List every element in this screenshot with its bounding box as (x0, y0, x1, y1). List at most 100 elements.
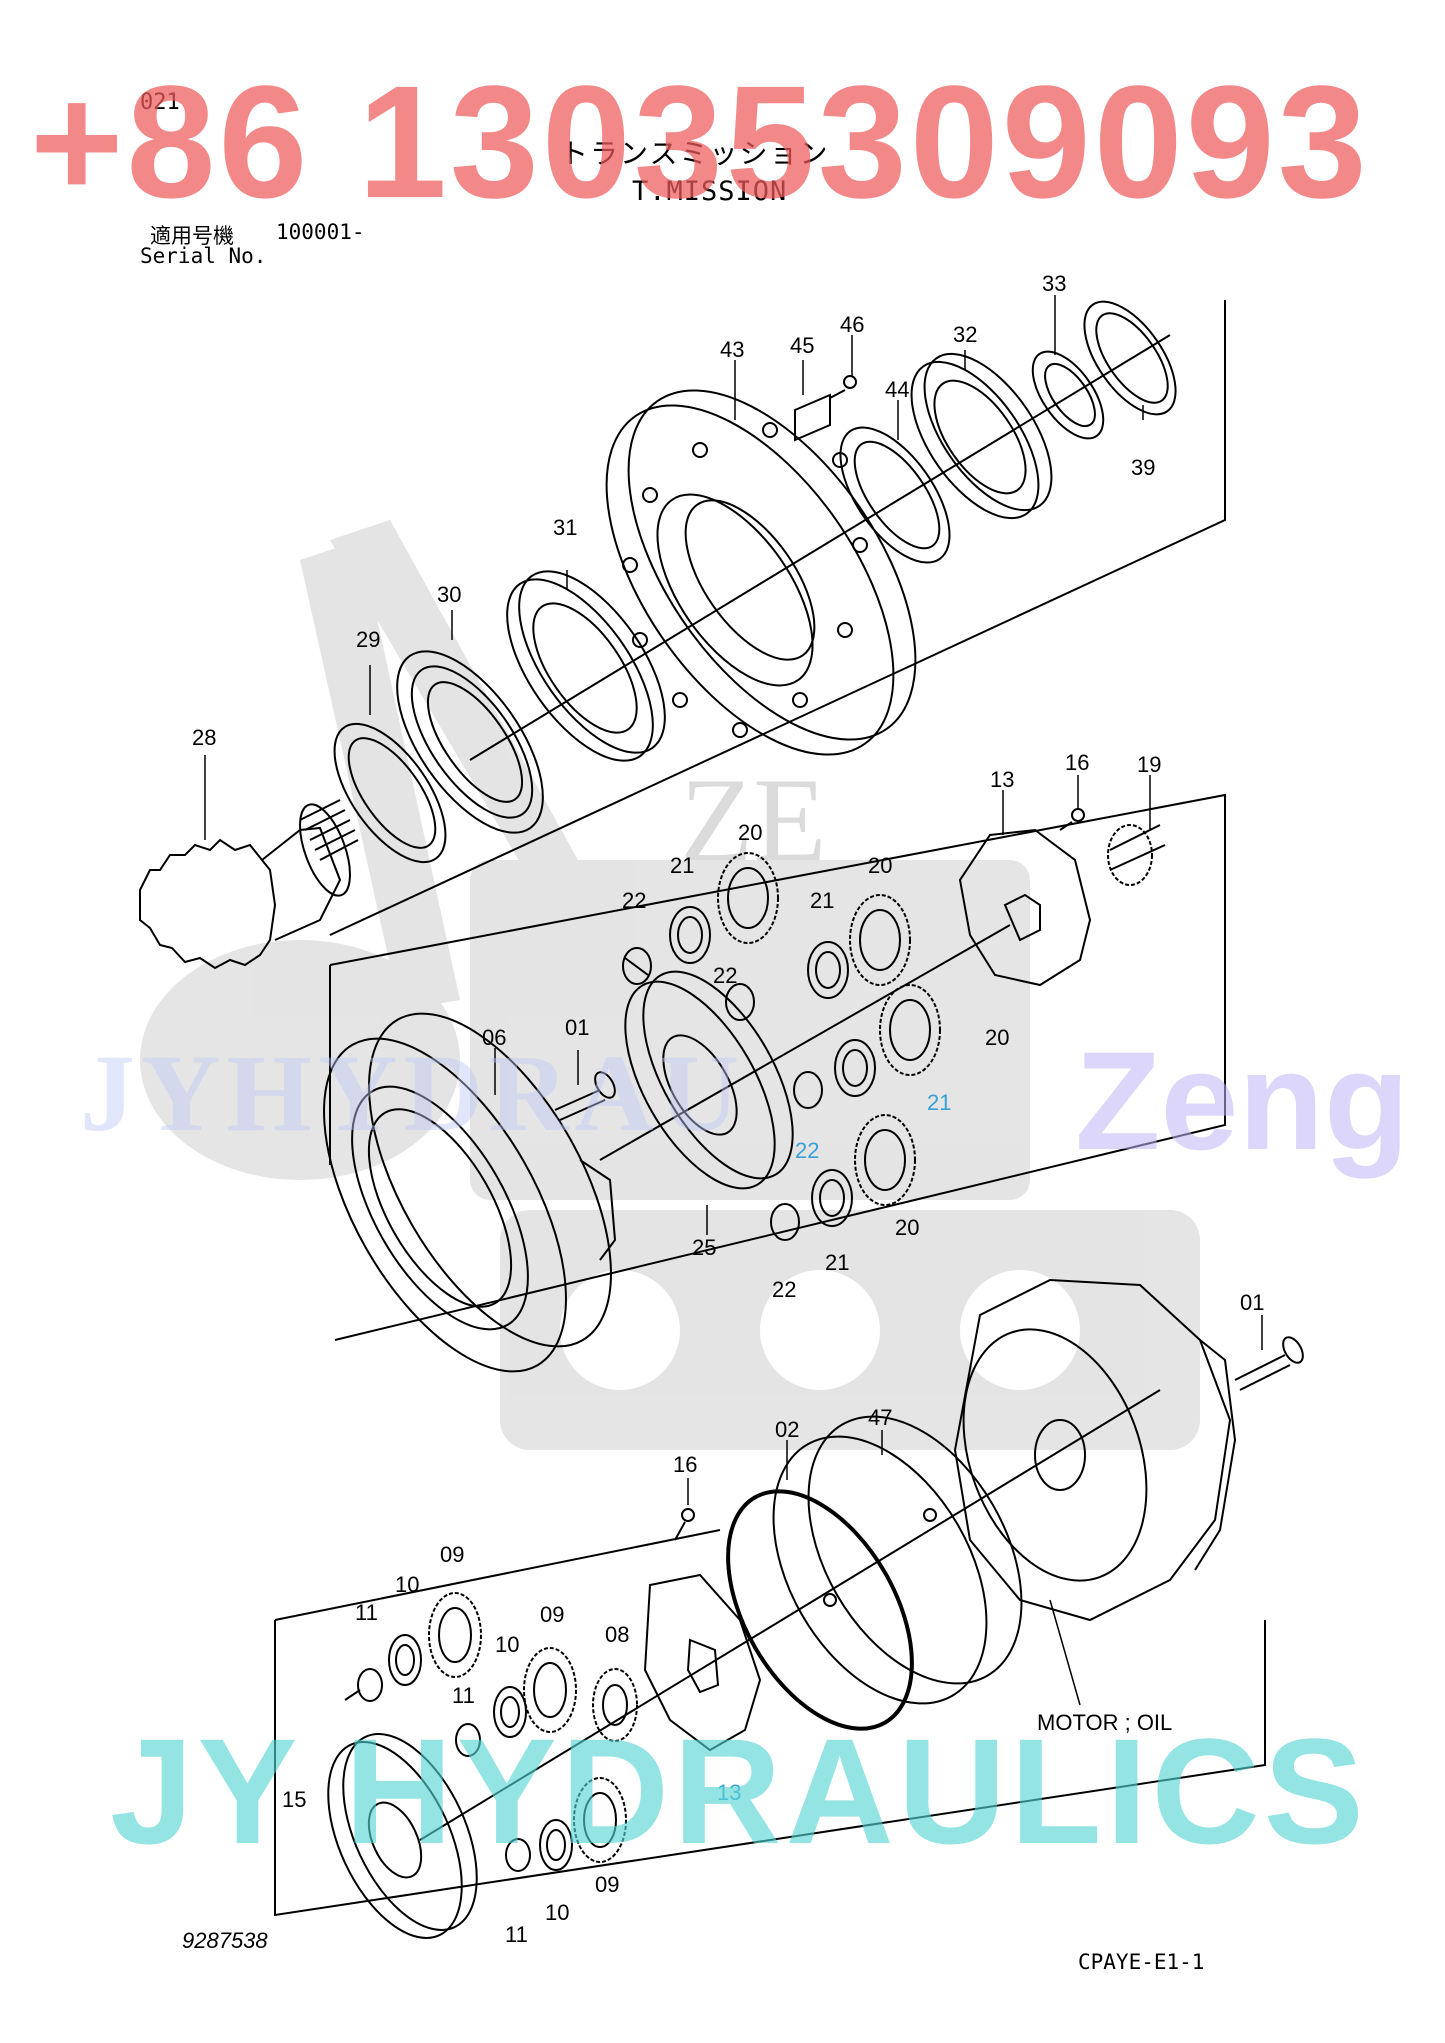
axis-line-lower (419, 1389, 1161, 1841)
sheet-code: CPAYE-E1-1 (1078, 1950, 1205, 1974)
part-11-pin-a (344, 1668, 383, 1702)
callout-11-a: 11 (355, 1600, 378, 1625)
callout-43: 43 (720, 337, 744, 362)
drawing-number: 9287538 (182, 1928, 268, 1953)
part-19-sun-gear (1107, 824, 1166, 886)
part-16-screw-lower (674, 1508, 695, 1541)
callout-02: 02 (775, 1417, 799, 1442)
part-20-planet-gear-d (854, 1114, 916, 1206)
brand-watermark-right: Zeng (1075, 1022, 1410, 1179)
callout-28: 28 (192, 725, 216, 750)
part-20-planet-gear-b (849, 894, 911, 986)
callout-11-c: 11 (505, 1922, 528, 1947)
callout-29: 29 (356, 627, 380, 652)
part-30-seal (396, 650, 544, 834)
frame-output-group (329, 300, 1226, 936)
callout-10-a: 10 (395, 1572, 419, 1597)
part-21-needle-bearing-d (811, 1169, 853, 1227)
callout-21-d: 21 (825, 1250, 849, 1275)
part-22-pin-c (793, 1071, 823, 1109)
callout-21-c: 21 (927, 1090, 951, 1115)
axis-line-upper (469, 334, 1171, 761)
part-20-planet-gear-c (879, 984, 941, 1076)
part-20-planet-gear-a (717, 852, 779, 944)
part-13-thrust-plate-upper (958, 828, 1092, 987)
callout-46: 46 (840, 312, 864, 337)
callout-33: 33 (1042, 271, 1066, 296)
serial-label-english: Serial No. (140, 244, 267, 268)
part-08-sun-gear (592, 1668, 638, 1742)
part-45-plate (794, 393, 831, 442)
axis-line-middle (599, 924, 1011, 1161)
callout-leaders (204, 295, 1263, 1706)
callout-45: 45 (790, 333, 814, 358)
callout-numbers: 43 45 46 44 32 33 39 31 30 29 28 13 16 1… (192, 271, 1264, 1947)
brand-watermark-top: JYHYDRAU (80, 1032, 746, 1154)
frame-carrier-group (329, 793, 1226, 1341)
callout-47: 47 (868, 1405, 892, 1430)
callout-16-lower: 16 (673, 1452, 697, 1477)
callout-31: 31 (553, 515, 577, 540)
part-21-needle-bearing-a (669, 906, 711, 964)
serial-number: 100001- (276, 220, 365, 244)
callout-16-upper: 16 (1065, 750, 1089, 775)
part-16-screw-upper (1059, 808, 1085, 831)
travel-motor (953, 1278, 1237, 1622)
callout-09-b: 09 (540, 1602, 564, 1627)
callout-21-b: 21 (810, 888, 834, 913)
part-02-o-ring (726, 1489, 914, 1731)
brand-watermark-bottom: JY HYDRAULICS (110, 1707, 1368, 1875)
part-01-bolt-upper (554, 1071, 616, 1121)
part-09-planet-gear-b (523, 1647, 577, 1733)
callout-22-c: 22 (795, 1138, 819, 1163)
part-22-pin-a (622, 947, 652, 985)
part-39-ring (1083, 300, 1177, 416)
part-22-pin-b (725, 983, 755, 1021)
part-22-pin-d (770, 1203, 800, 1241)
callout-20-c: 20 (985, 1025, 1009, 1050)
part-25-carrier (624, 970, 794, 1190)
callout-25: 25 (692, 1235, 716, 1260)
callout-10-b: 10 (495, 1632, 519, 1657)
callout-44: 44 (885, 377, 909, 402)
part-10-needle-bearing-b (493, 1686, 527, 1738)
callout-01-lower: 01 (1240, 1290, 1264, 1315)
part-28-pinion-shaft (139, 799, 359, 970)
callout-32: 32 (953, 322, 977, 347)
serial-label-japanese: 適用号機 (150, 224, 234, 248)
callout-08: 08 (605, 1622, 629, 1647)
part-21-needle-bearing-b (807, 941, 849, 999)
callout-39: 39 (1131, 455, 1155, 480)
callout-19: 19 (1137, 752, 1161, 777)
part-10-needle-bearing-a (388, 1634, 422, 1686)
callout-11-b: 11 (452, 1683, 475, 1708)
part-29-ring (333, 722, 447, 864)
part-21-needle-bearing-c (834, 1039, 876, 1097)
motor-oil-label: MOTOR ; OIL (1037, 1710, 1172, 1735)
title-english: T.MISSION (632, 176, 788, 207)
part-09-planet-gear-a (428, 1592, 482, 1678)
part-11-pin-b (455, 1723, 481, 1757)
part-10-needle-bearing-c (539, 1819, 573, 1871)
callout-09-a: 09 (440, 1542, 464, 1567)
logo-letters: ZE (680, 753, 827, 886)
part-32-bearing (910, 352, 1053, 520)
callout-20-d: 20 (895, 1215, 919, 1240)
title-japanese: トランスミッション (560, 137, 830, 170)
part-47-casing (772, 1415, 1023, 1705)
callout-09-c: 09 (595, 1872, 619, 1897)
callout-01-upper: 01 (565, 1015, 589, 1040)
callout-15: 15 (282, 1787, 306, 1812)
callout-06: 06 (482, 1025, 506, 1050)
callout-30: 30 (437, 582, 461, 607)
callout-10-c: 10 (545, 1900, 569, 1925)
part-13-thrust-plate-lower (643, 1573, 762, 1752)
part-31-bearing (506, 570, 666, 762)
callout-22-d: 22 (772, 1277, 796, 1302)
part-09-planet-gear-c (573, 1777, 627, 1863)
callout-21-a: 21 (670, 853, 694, 878)
callout-22-b: 22 (713, 963, 737, 988)
frame-first-stage-left (274, 1620, 1266, 1917)
